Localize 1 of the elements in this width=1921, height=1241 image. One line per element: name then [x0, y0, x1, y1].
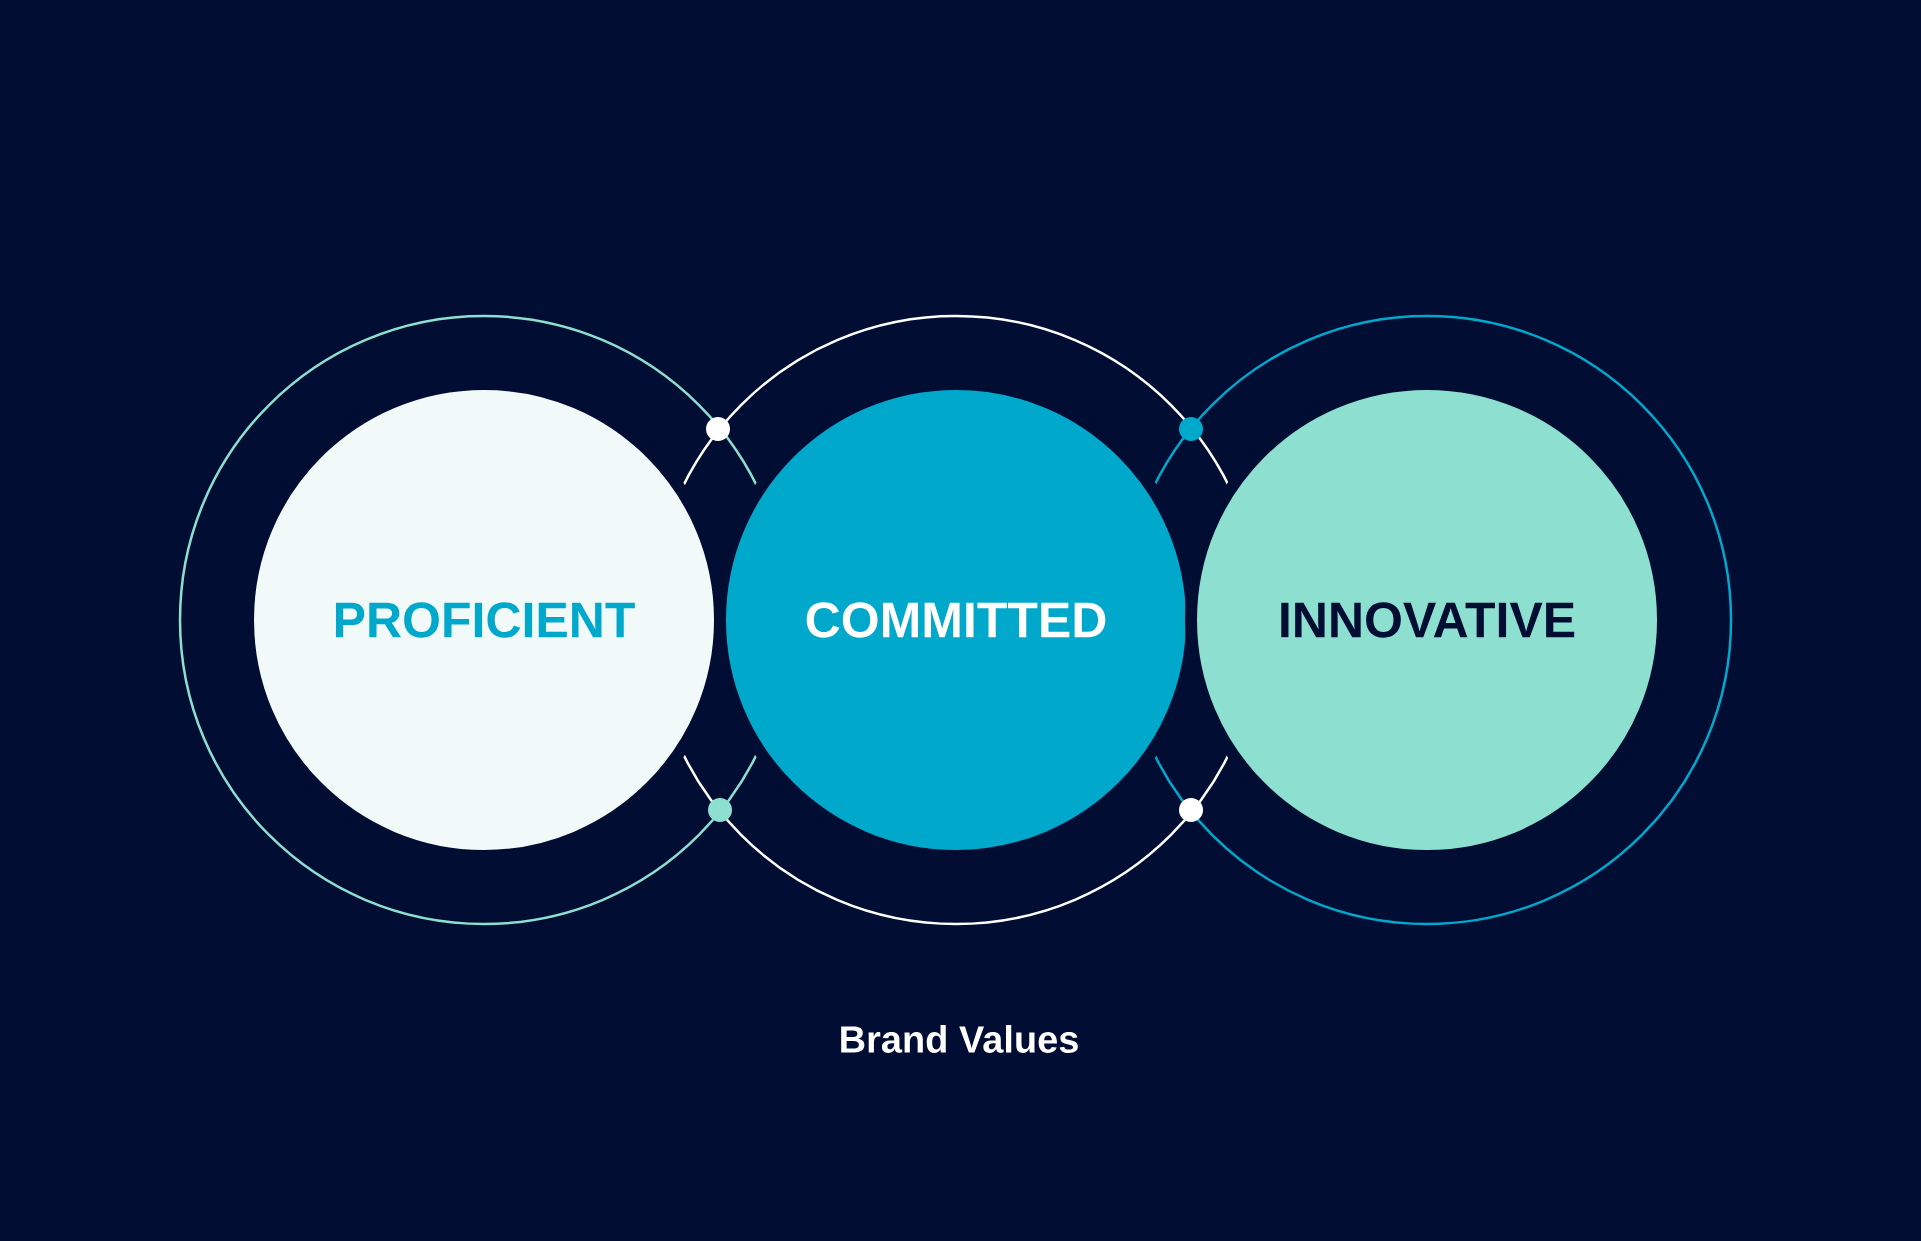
caption: Brand Values	[841, 1025, 1078, 1053]
